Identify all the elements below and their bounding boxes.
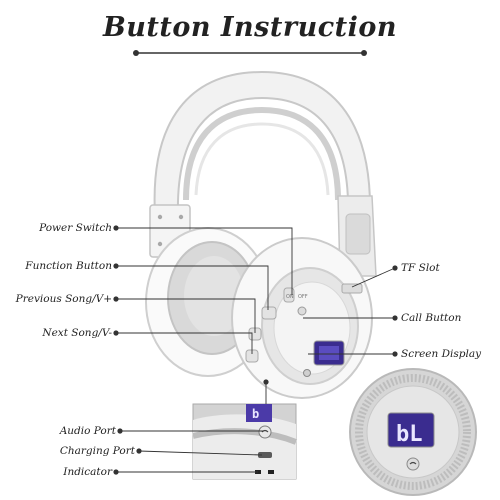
off-mark: OFF [298,294,308,300]
audio-port-label: Audio Port [59,425,116,437]
leader-dots [113,225,398,475]
port-detail-panel: b [192,403,298,480]
headband [153,70,372,216]
previous-song-label: Previous Song/V+ [15,293,112,305]
charging-port-label: Charging Port [59,445,135,457]
next-song-label: Next Song/V- [42,327,112,339]
title-underline [133,50,367,56]
svg-text:b: b [252,407,259,421]
on-mark: ON [286,294,294,300]
screen-display-label: Screen Display [401,348,482,360]
indicator-label: Indicator [63,466,112,478]
left-ear-cup [145,227,271,377]
call-button-label: Call Button [401,312,462,324]
power-switch-label: Power Switch [39,222,112,234]
function-button-label: Function Button [25,260,112,272]
tf-slot-label: TF Slot [401,262,440,274]
cup-screen [313,340,345,366]
side-buttons: ON OFF [245,283,363,377]
page-title: Button Instruction [102,12,398,43]
screen-readout: bL [396,422,423,447]
screen-closeup: bL [349,368,477,496]
leader-lines [116,227,396,473]
